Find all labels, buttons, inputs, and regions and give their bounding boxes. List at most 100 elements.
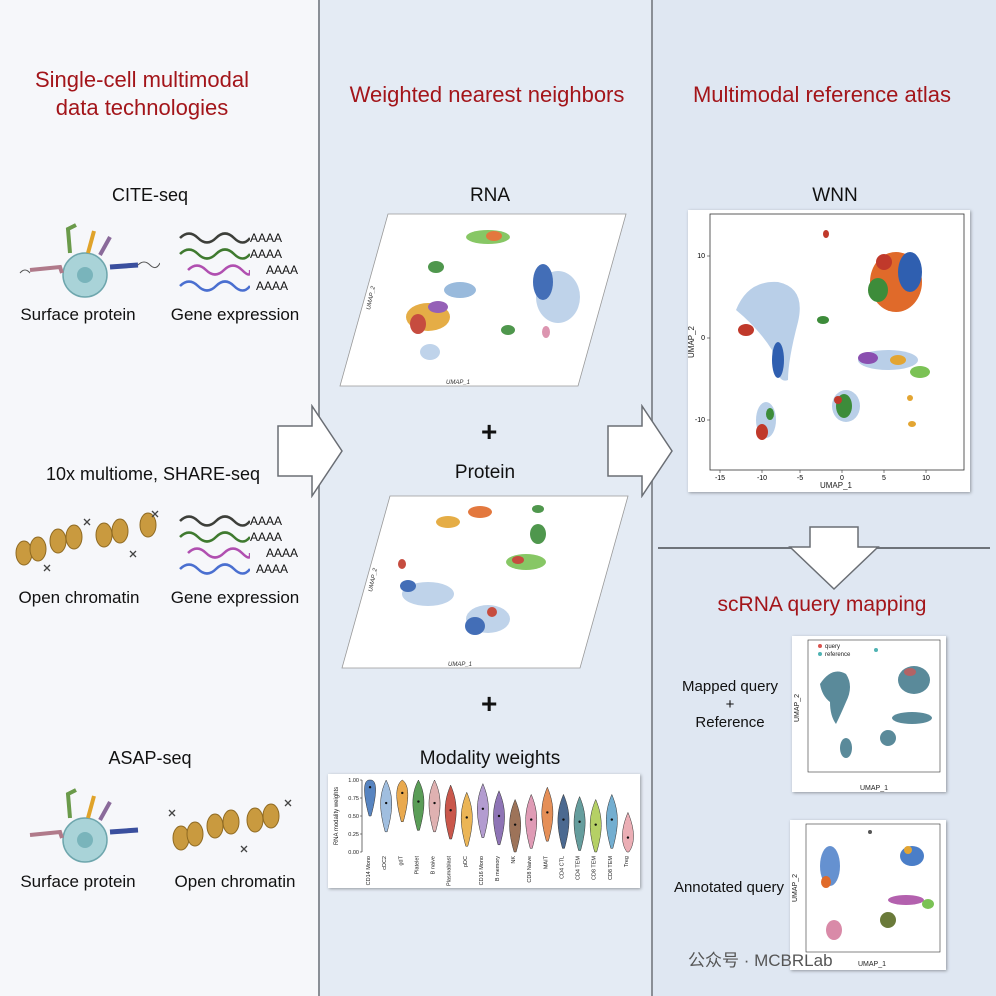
open-chromatin-nucleosome-icon: [168, 799, 292, 853]
violin-shape: [557, 793, 570, 849]
polya-tail: AAAA: [250, 514, 283, 528]
polya-tail: AAAA: [266, 546, 299, 560]
violin-shape: [444, 784, 457, 840]
rna-x-axis: UMAP_1: [446, 380, 470, 386]
violin-y-axis-title: RNA modality weights: [334, 787, 340, 845]
atlas-y-tick-label: 0: [701, 335, 705, 342]
column-divider: [651, 0, 653, 996]
mapped-y-axis: UMAP_2: [794, 694, 801, 722]
atlas-panel-title: WNN: [812, 185, 858, 206]
protein-y-axis: UMAP_2: [368, 567, 379, 592]
violin-category-label: CD4 CTL: [559, 856, 565, 879]
violin-median-point: [594, 823, 597, 826]
annotated-x-axis: UMAP_1: [858, 961, 886, 968]
annotated-query-umap-plot: UMAP_1 UMAP_2: [792, 823, 941, 968]
protein-panel-title: Protein: [454, 462, 516, 483]
atlas-x-tick-label: -15: [715, 475, 725, 482]
violin-shape: [364, 779, 376, 817]
violin-category-label: pDC: [463, 856, 469, 867]
mapped-query-umap-plot: query reference UMAP_1 UMAP_2: [794, 639, 941, 792]
atlas-x-tick-label: 5: [882, 475, 886, 482]
rna-umap-plot: UMAP_1 UMAP_2: [339, 213, 627, 387]
gene-expression-rna-icon: [179, 232, 250, 292]
violin-shape: [412, 779, 425, 831]
legend-reference: reference: [825, 652, 851, 658]
asap-right-label: Open chromatin: [174, 872, 296, 891]
surface-protein-cell-icon: [19, 223, 160, 298]
column-title-atlas: Multimodal reference atlas: [692, 82, 951, 107]
violin-median-point: [610, 818, 614, 821]
polya-tail: AAAA: [256, 562, 289, 576]
violin-median-point: [513, 823, 517, 826]
plus-sign: +: [481, 416, 498, 447]
asap-left-label: Surface protein: [20, 872, 136, 891]
violin-median-point: [417, 800, 420, 803]
violin-category-label: gdT: [398, 855, 404, 865]
right-arrow-icon: [607, 404, 673, 498]
violin-shape: [460, 791, 473, 847]
annotated-query-frame: UMAP_1 UMAP_2: [790, 820, 946, 970]
cite-left-label: Surface protein: [20, 305, 136, 324]
mapped-x-axis: UMAP_1: [860, 785, 888, 792]
violin-y-tick-label: 0.00: [348, 850, 359, 856]
violin-shape: [541, 786, 554, 842]
polya-tail: AAAA: [256, 279, 289, 293]
violin-shape: [622, 811, 634, 853]
violin-median-point: [578, 820, 581, 823]
cite-right-label: Gene expression: [170, 305, 300, 324]
violin-shape: [477, 782, 489, 838]
violin-category-label: Platelet: [414, 856, 420, 875]
down-arrow-icon: [788, 526, 880, 591]
atlas-x-tick-label: -5: [797, 475, 803, 482]
polya-tail: AAAA: [266, 263, 299, 277]
violin-category-label: CD8 TEM: [592, 856, 598, 880]
watermark: 公众号 · MCBRLab: [688, 951, 833, 970]
polya-tail: AAAA: [250, 231, 283, 245]
column-divider: [318, 0, 320, 996]
tech-name-cite-seq: CITE-seq: [111, 185, 189, 205]
violin-category-label: CD16 Mono: [479, 856, 485, 885]
column-title-technologies: Single-cell multimodal data technologies: [35, 67, 249, 120]
atlas-y-axis: UMAP_2: [688, 325, 696, 358]
rna-panel-title: RNA: [469, 185, 511, 206]
protein-x-axis: UMAP_1: [448, 662, 472, 668]
violin-shape: [606, 793, 618, 849]
violin-median-point: [497, 814, 501, 818]
legend-query: query: [825, 644, 840, 650]
violin-category-label: CD14 Mono: [366, 856, 372, 885]
violin-category-label: MAIT: [543, 855, 549, 869]
violin-median-point: [562, 818, 565, 821]
right-arrow-icon: [277, 404, 343, 498]
violin-y-tick-label: 0.25: [348, 832, 359, 838]
violin-median-point: [368, 786, 372, 789]
violin-y-tick-label: 1.00: [348, 778, 359, 784]
violin-category-label: CD8 TEM: [608, 856, 614, 880]
rna-y-axis: UMAP_2: [366, 285, 377, 310]
annotated-query-label: Annotated query: [673, 879, 785, 896]
atlas-y-tick-label: -10: [695, 417, 705, 424]
tech-name-multiome: 10x multiome, SHARE-seq: [45, 464, 261, 484]
atlas-x-axis: UMAP_1: [820, 481, 853, 490]
polya-tail: AAAA: [250, 530, 283, 544]
atlas-x-tick-label: -10: [757, 475, 767, 482]
multiome-right-label: Gene expression: [170, 588, 300, 607]
violin-shape: [525, 793, 538, 849]
violin-median-point: [530, 818, 533, 821]
mapped-query-frame: query reference UMAP_1 UMAP_2: [792, 636, 946, 792]
atlas-x-tick-label: 0: [840, 475, 844, 482]
violin-shape: [380, 779, 392, 833]
plus-sign: +: [481, 688, 498, 719]
violin-category-label: Plasmablast: [447, 856, 453, 886]
atlas-y-tick-label: 10: [697, 253, 705, 260]
column-title-wnn: Weighted nearest neighbors: [349, 82, 625, 107]
annotated-y-axis: UMAP_2: [792, 874, 799, 902]
violin-y-tick-label: 0.50: [348, 814, 359, 820]
violin-median-point: [465, 816, 468, 819]
violin-category-label: B naive: [431, 856, 437, 874]
gene-expression-rna-icon: [179, 515, 250, 575]
violin-shape: [493, 790, 505, 846]
polya-tail: AAAA: [250, 247, 283, 261]
